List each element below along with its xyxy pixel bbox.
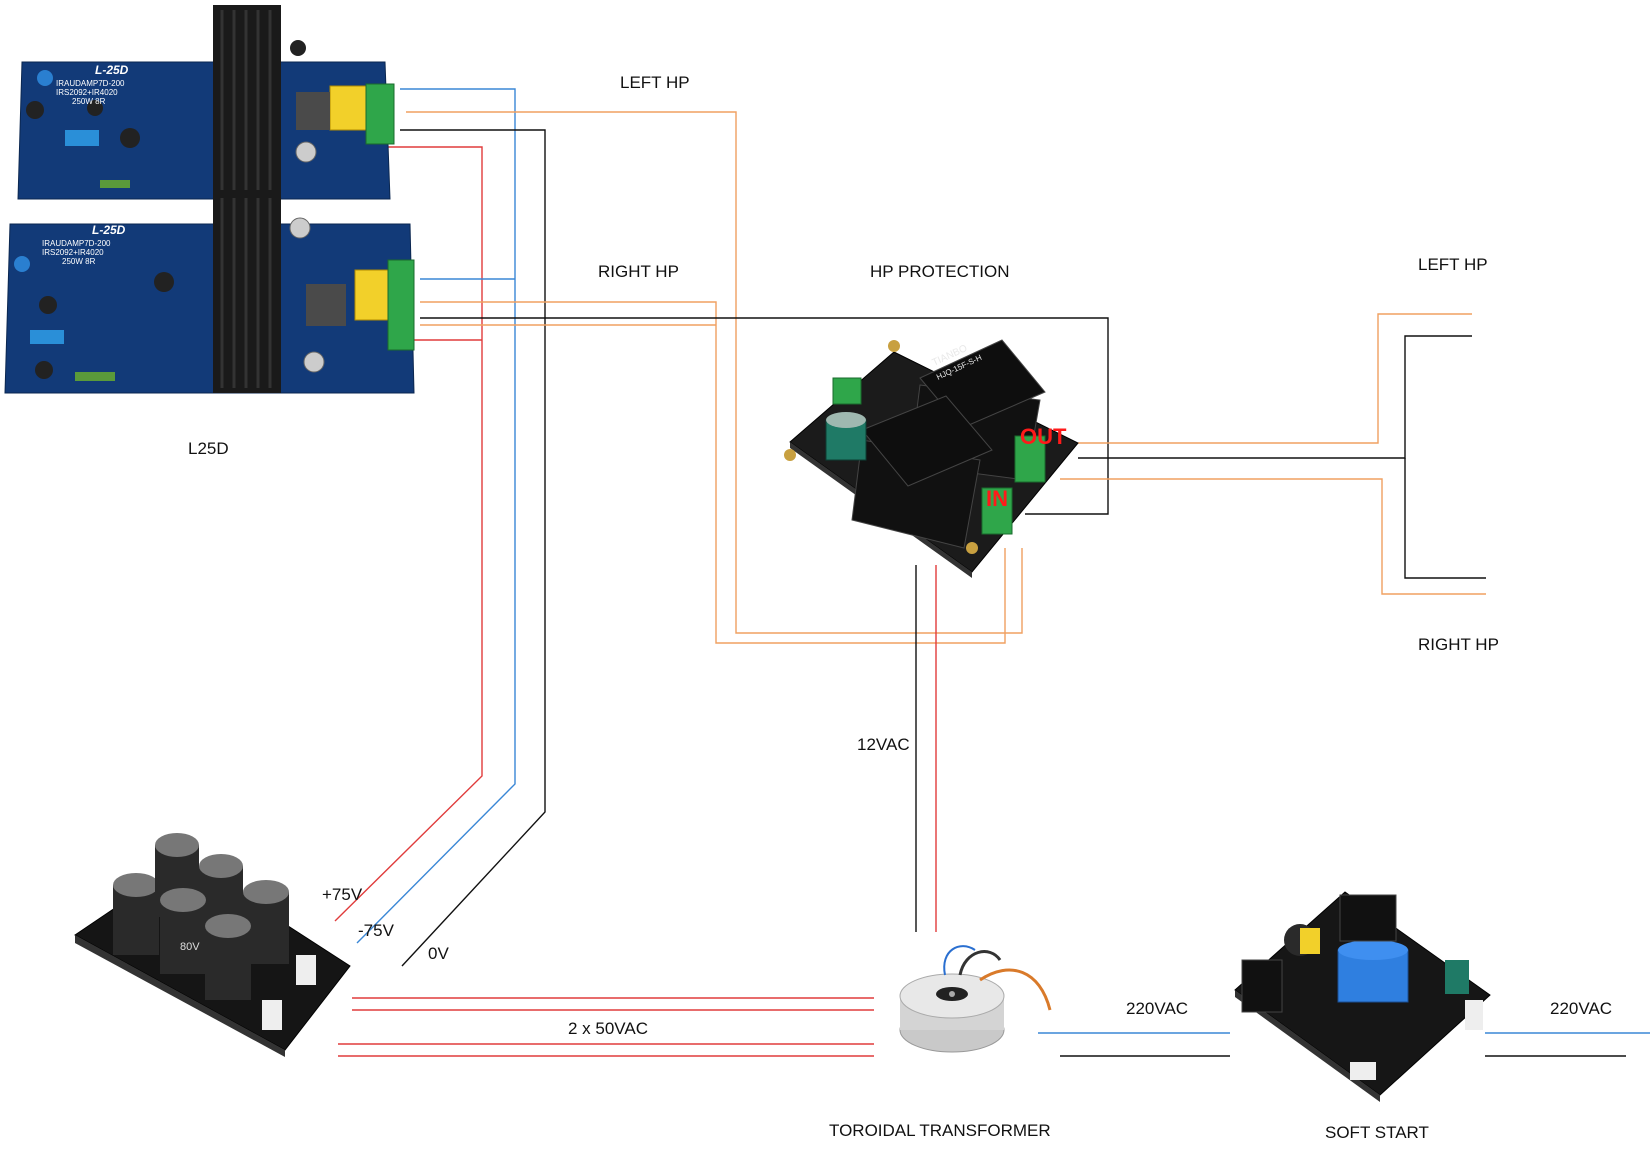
soft-start-board: [1234, 891, 1491, 1102]
wire-right-hp-in: [420, 301, 1006, 644]
wire-left-hp-in: [406, 111, 1023, 634]
yellow-capacitor: [329, 85, 367, 131]
wire-out-black-2: [1404, 458, 1486, 579]
wire-amp1-0v: [400, 129, 546, 967]
cap-rating: 80V: [180, 941, 200, 953]
yellow-capacitor: [354, 269, 392, 321]
power-supply-board: 80V: [74, 833, 351, 1057]
amp1-title: L-25D: [95, 63, 129, 77]
amp-board-1: L-25D IRAUDAMP7D-200 IRS2092+IR4020 250W…: [17, 5, 395, 200]
amp2-line2: IRS2092+IR4020: [42, 248, 104, 257]
label-amp: L25D: [188, 439, 229, 458]
toroidal-transformer: [899, 945, 1052, 1053]
wires: [334, 88, 1650, 1057]
amp2-line3: 250W 8R: [62, 257, 96, 266]
label-12vac: 12VAC: [857, 735, 910, 754]
wire-out-black: [1078, 335, 1472, 459]
amp-board-2: L-25D IRAUDAMP7D-200 IRS2092+IR4020 250W…: [4, 193, 415, 394]
relay: [1241, 959, 1283, 1013]
terminal-block: [365, 83, 395, 145]
hp-protection-board: TIANBO HJQ-15F-S-H OUT IN: [784, 339, 1079, 578]
label-plus-75v: +75V: [322, 885, 363, 904]
labels: L25D LEFT HP RIGHT HP HP PROTECTION LEFT…: [188, 73, 1612, 1142]
amp1-line3: 250W 8R: [72, 97, 106, 106]
wire-out-left: [1078, 313, 1472, 444]
label-right-hp-top: RIGHT HP: [598, 262, 679, 281]
label-2x50vac: 2 x 50VAC: [568, 1019, 648, 1038]
transformer-leads: [979, 968, 1052, 1011]
wire-amp1-minus75: [356, 88, 516, 944]
wire-out-right: [1060, 478, 1486, 595]
amp2-line1: IRAUDAMP7D-200: [42, 239, 111, 248]
port-out-label: OUT: [1020, 424, 1067, 449]
connector: [296, 955, 316, 985]
terminal-power: [832, 377, 862, 405]
port-in-label: IN: [986, 486, 1008, 511]
connector: [1465, 1000, 1483, 1030]
terminal-out: [1014, 435, 1046, 483]
label-left-hp-top: LEFT HP: [620, 73, 690, 92]
screw-terminal: [37, 70, 53, 86]
amp1-line2: IRS2092+IR4020: [56, 88, 118, 97]
standoff: [888, 340, 900, 352]
amp2-title: L-25D: [92, 223, 126, 237]
label-toroidal: TOROIDAL TRANSFORMER: [829, 1121, 1051, 1140]
label-soft-start: SOFT START: [1325, 1123, 1429, 1142]
terminal-in: [981, 487, 1013, 535]
label-right-hp-out: RIGHT HP: [1418, 635, 1499, 654]
label-0v: 0V: [428, 944, 449, 963]
capacitor: [1445, 960, 1469, 994]
wire-amp1-plus75: [334, 146, 483, 922]
label-left-hp-out: LEFT HP: [1418, 255, 1488, 274]
inductor: [306, 284, 346, 326]
label-minus-75v: -75V: [358, 921, 395, 940]
label-220vac-a: 220VAC: [1126, 999, 1188, 1018]
inductor: [296, 92, 330, 130]
label-hp-protection: HP PROTECTION: [870, 262, 1009, 281]
terminal-block: [387, 259, 415, 351]
capacitor-bank: [113, 833, 289, 1000]
wire-amp2-0v: [420, 317, 1109, 515]
label-220vac-b: 220VAC: [1550, 999, 1612, 1018]
screw-terminal: [14, 256, 30, 272]
amp1-line1: IRAUDAMP7D-200: [56, 79, 125, 88]
